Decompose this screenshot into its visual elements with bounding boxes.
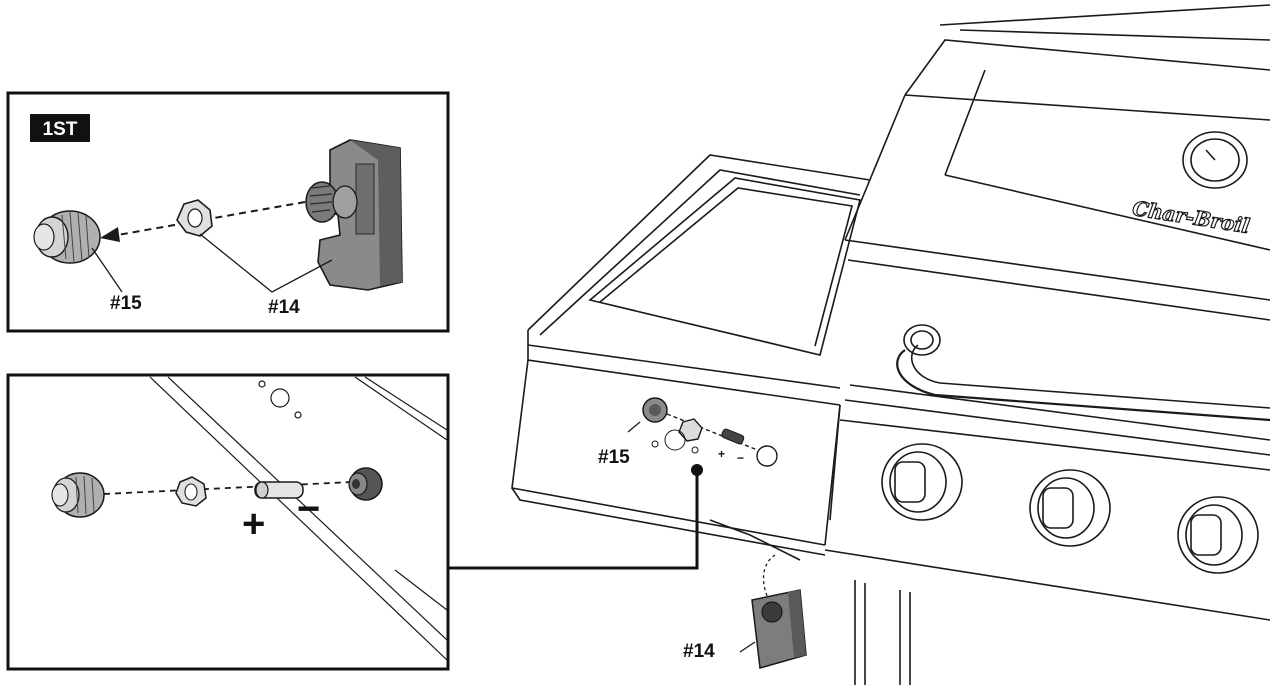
minus-sign: −: [297, 487, 320, 531]
step-badge-label: 1ST: [43, 119, 78, 140]
callout-leader: [448, 470, 699, 570]
plus-sign: +: [242, 502, 265, 546]
minus-sign-main: −: [737, 451, 744, 465]
grill-illustration: [511, 4, 1270, 685]
main-igniter-assembly: + − #15 #14: [598, 397, 807, 669]
plus-sign-main: +: [718, 447, 725, 461]
step-badge: [30, 114, 90, 142]
part-label-14-main: #14: [683, 641, 715, 662]
part-label-15-inset: #15: [110, 293, 142, 314]
igniter-button-part: [33, 210, 101, 264]
hex-nut-part: [678, 418, 703, 442]
control-knob: [1177, 496, 1259, 574]
arrow-head: [100, 227, 120, 242]
inset-bottom: + −: [6, 373, 450, 671]
igniter-module-part: [305, 139, 403, 291]
control-knob: [881, 443, 963, 521]
inset-top: 1ST #15 #14: [6, 91, 450, 333]
wire-cap-part: [348, 467, 383, 501]
igniter-button-part: [51, 472, 105, 518]
control-knob: [1029, 469, 1111, 547]
part-label-15-main: #15: [598, 447, 630, 468]
igniter-module-part: [751, 589, 807, 669]
part-label-14-inset: #14: [268, 297, 300, 318]
electrode-sleeve-part: [254, 481, 304, 499]
